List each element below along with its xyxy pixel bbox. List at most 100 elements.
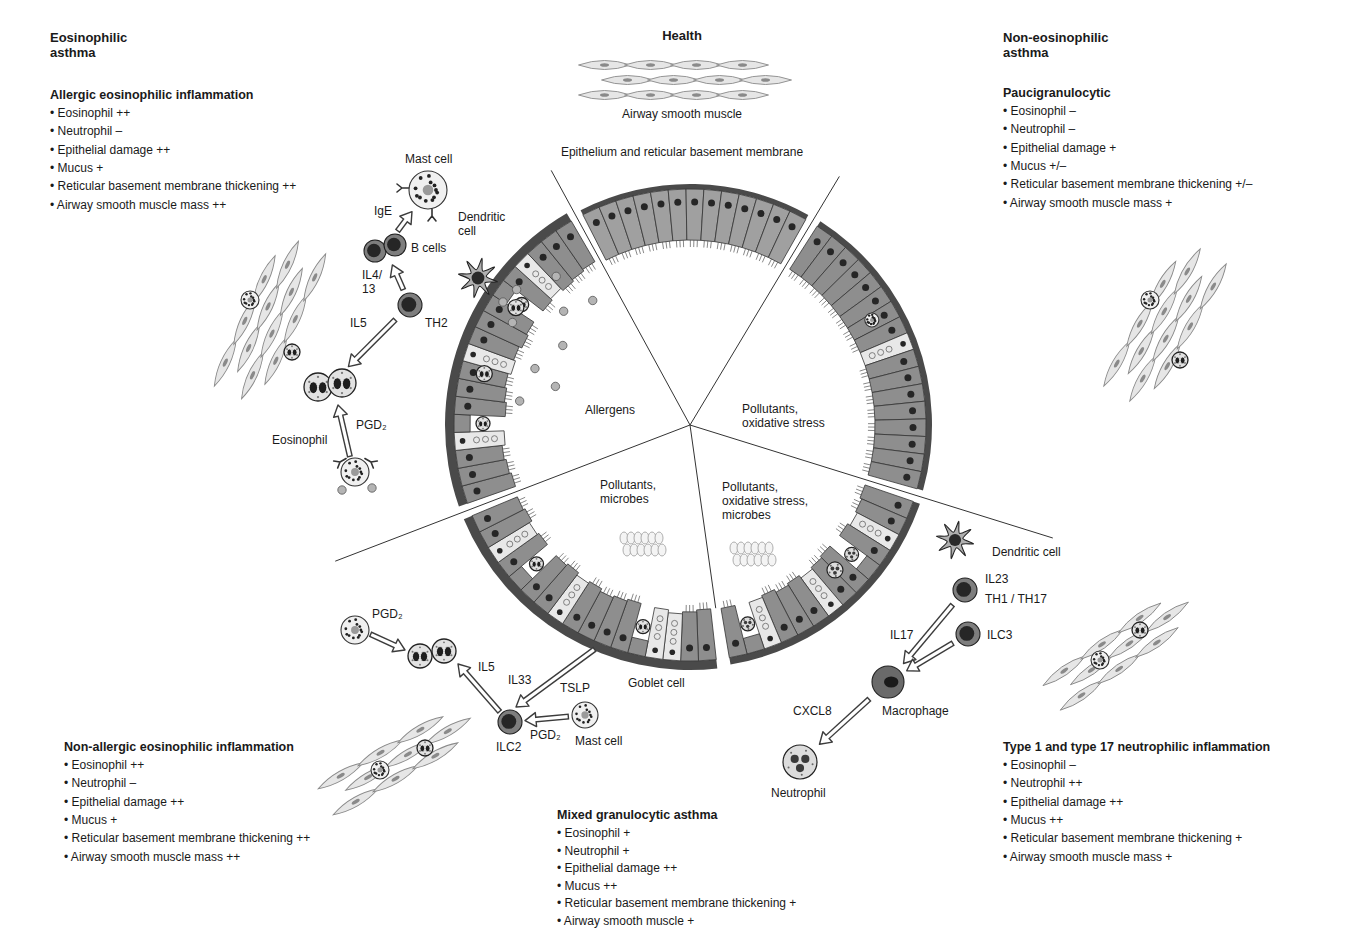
cilium bbox=[652, 244, 653, 251]
epithelial-cell bbox=[868, 462, 921, 489]
granule bbox=[1184, 362, 1186, 364]
arrow-head bbox=[516, 695, 529, 707]
mucin-granule bbox=[654, 633, 660, 639]
neutrophil-body bbox=[741, 617, 755, 631]
cell-drawing bbox=[953, 578, 977, 602]
cilium bbox=[865, 457, 872, 458]
granule bbox=[488, 370, 490, 372]
granule bbox=[805, 750, 807, 752]
mucin-granule bbox=[867, 526, 873, 532]
cilium bbox=[545, 308, 550, 312]
granule bbox=[345, 633, 348, 636]
cilium bbox=[830, 311, 836, 315]
eosinophil-body bbox=[328, 369, 356, 397]
lymphocyte-body bbox=[498, 710, 522, 734]
damaged-cell bbox=[454, 414, 470, 432]
muscle-cell bbox=[343, 760, 393, 794]
cell-label: B cells bbox=[411, 241, 446, 255]
sector-divider bbox=[690, 425, 716, 608]
granule bbox=[488, 376, 490, 378]
cilium bbox=[789, 271, 793, 277]
mast-cell-body bbox=[865, 313, 879, 327]
granule bbox=[590, 715, 593, 718]
structure-label: Epithelium and reticular basement membra… bbox=[561, 145, 803, 159]
muscle-nucleus bbox=[284, 260, 291, 270]
cilium bbox=[787, 576, 791, 582]
cell-drawing bbox=[572, 702, 598, 728]
granule bbox=[332, 387, 334, 389]
granule bbox=[251, 304, 253, 306]
cell-nucleus bbox=[496, 306, 503, 313]
allergen-particle bbox=[338, 486, 346, 494]
granule bbox=[424, 199, 428, 203]
cilium bbox=[762, 588, 765, 594]
granule bbox=[356, 465, 359, 468]
mucus bbox=[768, 554, 776, 566]
muscle-cell bbox=[694, 76, 746, 85]
granule bbox=[419, 744, 421, 746]
cell-picture bbox=[871, 665, 905, 699]
cell-nucleus bbox=[871, 547, 878, 554]
muscle-nucleus bbox=[1209, 282, 1217, 292]
neutrophil-lobe bbox=[852, 551, 855, 554]
allergen-particle bbox=[552, 272, 560, 280]
cilium bbox=[610, 590, 613, 596]
granule bbox=[360, 630, 363, 633]
cilium bbox=[852, 502, 858, 505]
mucin-granule bbox=[507, 541, 513, 547]
signal-connector bbox=[397, 212, 412, 232]
feature-item: • Eosinophil + bbox=[557, 826, 630, 840]
cell-nucleus bbox=[484, 515, 491, 522]
cilium bbox=[576, 565, 580, 571]
granule bbox=[350, 387, 352, 389]
granule bbox=[344, 469, 347, 472]
muscle-nucleus bbox=[222, 358, 229, 368]
mast-cell-nucleus bbox=[1147, 297, 1152, 302]
mast-cell-body bbox=[1141, 291, 1159, 309]
cell-nucleus bbox=[849, 574, 856, 581]
cilium bbox=[564, 558, 569, 563]
trigger-label: Allergens bbox=[585, 403, 635, 417]
cell-node: Macrophage bbox=[871, 665, 905, 699]
granule bbox=[357, 636, 360, 639]
cell-nucleus bbox=[757, 210, 764, 217]
cell-drawing bbox=[409, 171, 447, 209]
cilium bbox=[686, 605, 687, 612]
cell-drawing bbox=[783, 745, 817, 779]
mucin-granule bbox=[657, 616, 663, 622]
arrow-core bbox=[523, 650, 594, 702]
lymphocyte-nucleus bbox=[401, 297, 416, 312]
granule bbox=[358, 467, 361, 470]
feature-item: • Neutrophil – bbox=[1003, 122, 1075, 136]
cell-drawing bbox=[498, 710, 522, 734]
feature-item: • Eosinophil ++ bbox=[64, 758, 144, 772]
cilium bbox=[589, 265, 593, 271]
cilium bbox=[662, 242, 663, 249]
cell-node: Eosinophil bbox=[305, 368, 355, 402]
granule bbox=[801, 774, 803, 776]
mucin-granule bbox=[533, 271, 539, 277]
cell-nucleus bbox=[674, 199, 681, 206]
cell-nucleus bbox=[810, 607, 817, 614]
muscle-cell bbox=[717, 61, 769, 70]
granule bbox=[286, 348, 288, 350]
cilium bbox=[860, 369, 867, 371]
cilium bbox=[792, 572, 796, 578]
mucin-granule bbox=[810, 578, 816, 584]
granule bbox=[584, 704, 587, 707]
sector-divider bbox=[690, 425, 1053, 538]
muscle-cell bbox=[383, 737, 433, 771]
cell-picture bbox=[458, 258, 498, 298]
cilium bbox=[836, 319, 842, 323]
cell-nucleus bbox=[620, 634, 627, 641]
section-heading: Allergic eosinophilic inflammation bbox=[50, 88, 254, 103]
granule bbox=[835, 575, 837, 577]
cilium bbox=[565, 288, 570, 293]
cell-node: ILC3 bbox=[955, 621, 981, 647]
muscle-cell bbox=[1058, 677, 1106, 714]
granule bbox=[341, 372, 343, 374]
feature-item: • Airway smooth muscle mass + bbox=[1003, 196, 1172, 210]
muscle-nucleus bbox=[241, 316, 248, 326]
mucin-granule bbox=[875, 530, 881, 536]
